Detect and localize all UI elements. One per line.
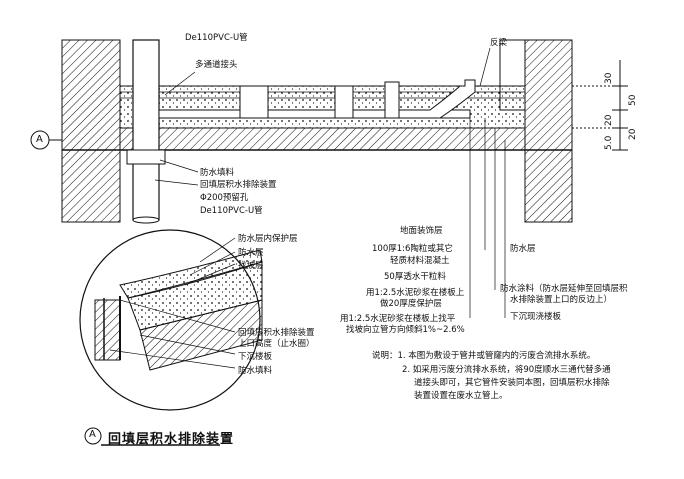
dim-5: 5.0 <box>604 135 614 150</box>
label-multi-joint: 多通道接头 <box>195 60 238 70</box>
callout-ceramsite-1: 100厚1:6陶粒或其它 <box>372 244 453 254</box>
left-wall <box>61 39 121 223</box>
detail-slope-layer: 找坡层 <box>238 261 264 271</box>
section-marker: A <box>36 134 43 145</box>
dim-20a: 20 <box>604 114 614 126</box>
note-4: 装置设置在废水立管上。 <box>414 391 508 401</box>
note-3: 道接头即可，其它管件安装同本图，回填层积水排除 <box>414 378 610 388</box>
caption-marker-circle <box>84 427 102 445</box>
note-2: 2. 如采用污废分流排水系统，将90度顺水三通代替多通 <box>402 365 611 375</box>
callout-level-1: 用1:2.5水泥砂浆在楼板上找平 <box>340 314 456 324</box>
detail-protect-layer: 防水层内保护层 <box>238 234 298 244</box>
callout-drain-device: 回填层积水排除装置 <box>200 180 277 190</box>
callout-waterproof-filler: 防水填料 <box>200 168 235 178</box>
callout-reserved-hole: Φ200预留孔 <box>200 193 249 203</box>
detail-drain-device: 回填层积水排除装置 <box>238 328 315 338</box>
callout-coating-2: 水排除装置上口的反边上） <box>510 295 613 305</box>
callout-ceramsite-2: 轻质材料混凝土 <box>390 256 450 266</box>
detail-seal-ring: 上口高度（止水圈） <box>238 339 315 349</box>
callout-level-2: 找坡向立管方向倾斜1%~2.6% <box>346 325 465 335</box>
note-1: 说明：1. 本图为敷设于管井或管窿内的污废合流排水系统。 <box>372 351 596 361</box>
dim-50: 50 <box>628 94 638 106</box>
caption-title: 回填层积水排除装置 <box>108 432 235 447</box>
callout-protect-1: 用1:2.5水泥砂浆在楼板上 <box>366 288 465 298</box>
label-pipe-top: De110PVC-U管 <box>185 33 248 43</box>
drain-device <box>126 149 166 165</box>
callout-floor-finish: 地面装饰层 <box>400 226 443 236</box>
callout-pvc-pipe: De110PVC-U管 <box>200 206 263 216</box>
callout-waterproof-layer: 防水层 <box>510 244 536 254</box>
detail-waterproof: 防水层 <box>238 248 264 258</box>
horizontal-pipe <box>158 109 471 119</box>
dim-30: 30 <box>604 72 614 84</box>
label-reverse-beam: 反梁 <box>490 38 508 48</box>
detail-sunken-slab: 下沉楼板 <box>238 352 273 362</box>
callout-sunken-slab: 下沉现浇楼板 <box>510 312 562 322</box>
callout-coating-1: 防水涂料（防水层延伸至回填层积 <box>500 284 628 294</box>
sunken-slab <box>119 127 526 151</box>
callout-gravel: 50厚透水干粒料 <box>384 272 446 282</box>
detail-filler: 防水填料 <box>238 366 273 376</box>
dim-20b: 20 <box>628 128 638 140</box>
caption-marker: A <box>89 429 96 440</box>
vertical-pipe <box>132 39 160 221</box>
callout-protect-2: 做20厚度保护层 <box>380 299 442 309</box>
right-wall <box>524 39 573 223</box>
